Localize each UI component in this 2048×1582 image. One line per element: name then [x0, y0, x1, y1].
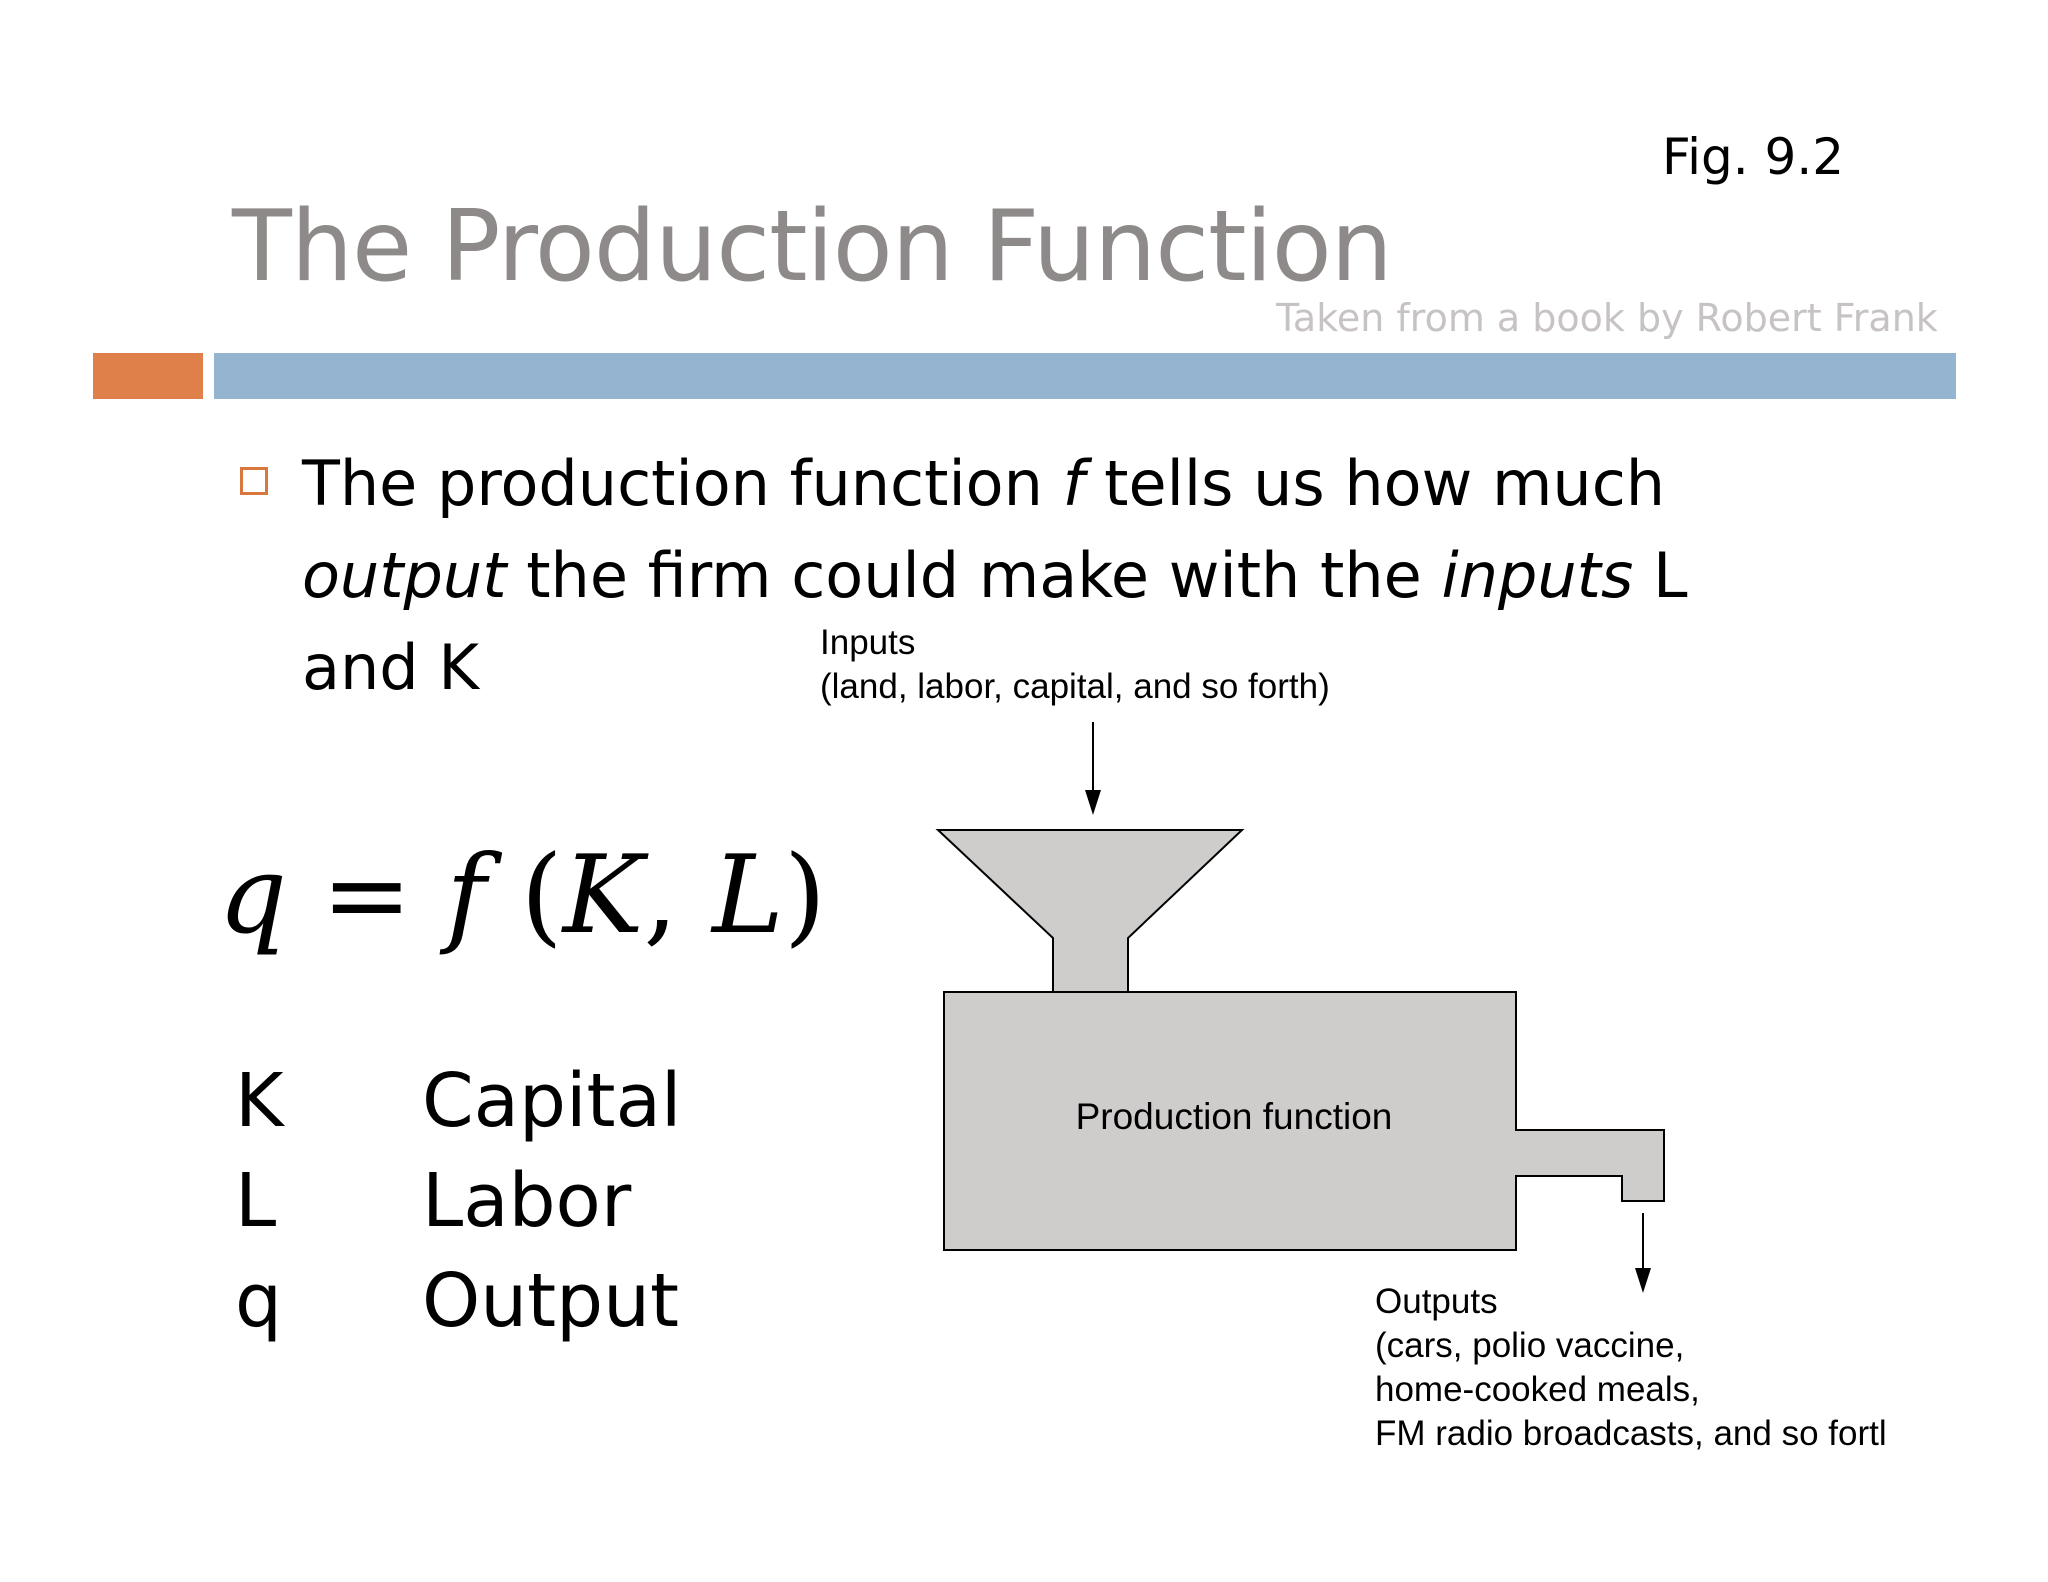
legend-meaning-labor: Labor — [422, 1158, 632, 1244]
bullet-square-icon — [240, 467, 268, 495]
slide-title: The Production Function — [232, 190, 1393, 304]
machine-label: Production function — [1076, 1096, 1393, 1137]
legend-meaning-capital: Capital — [422, 1058, 682, 1144]
outputs-line-1: (cars, polio vaccine, — [1375, 1326, 1684, 1365]
source-credit: Taken from a book by Robert Frank — [1276, 296, 1938, 340]
figure-label: Fig. 9.2 — [1662, 128, 1845, 186]
inputs-detail: (land, labor, capital, and so forth) — [820, 667, 1330, 706]
outputs-line-3: FM radio broadcasts, and so fortl — [1375, 1414, 1887, 1453]
outputs-title: Outputs — [1375, 1282, 1498, 1321]
machine-body — [943, 991, 1517, 1251]
accent-bar-orange — [93, 353, 203, 399]
outputs-line-2: home-cooked meals, — [1375, 1370, 1700, 1409]
accent-bar-blue — [214, 353, 1956, 399]
production-formula: q = f (K, L) — [218, 833, 826, 958]
legend-symbol-k: K — [235, 1058, 284, 1144]
legend-meaning-output: Output — [422, 1258, 680, 1344]
bullet-text: The production function f tells us how m… — [302, 447, 1688, 704]
input-arrow-icon — [1085, 722, 1101, 815]
legend-symbol-q: q — [235, 1258, 282, 1344]
output-spout — [1515, 1129, 1665, 1202]
legend-symbol-l: L — [235, 1158, 277, 1244]
hopper-funnel — [935, 829, 1245, 993]
output-arrow-icon — [1635, 1213, 1651, 1293]
inputs-title: Inputs — [820, 623, 915, 662]
